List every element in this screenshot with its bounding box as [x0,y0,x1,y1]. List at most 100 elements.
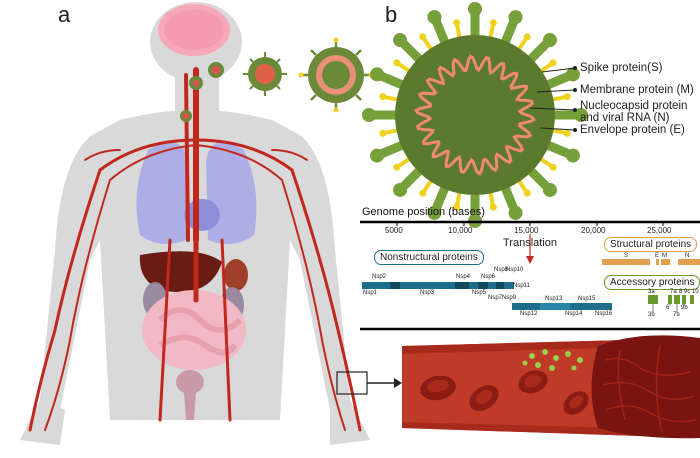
membrane-protein-tip-0 [563,129,571,137]
spike-head-15 [565,67,580,82]
translation-label: Translation [503,237,558,249]
nsp13-label: Nsp13 [545,296,563,302]
tick-15000: 15,000 [514,226,539,235]
callout-lines [529,67,576,131]
membrane-protein-tip-9 [393,59,401,67]
spike-head-5 [427,205,442,220]
membrane-protein-11 [455,22,462,41]
spleen-organ [224,259,248,291]
membrane-protein-tip-5 [419,189,427,197]
membrane-protein-6 [396,156,413,169]
envelope-protein-label: Envelope protein (E) [580,124,685,136]
gene-9b-label: 9b [681,305,688,311]
membrane-protein-9 [396,61,413,74]
membrane-protein-7 [382,128,401,135]
gene-9c-label: 9c [684,289,691,295]
nsp-bar-row2 [512,303,612,310]
nsp15-label: Nsp15 [578,296,596,302]
nsp12-label: Nsp12 [520,311,538,317]
membrane-protein-14 [537,61,554,74]
membrane-protein-tip-8 [379,93,387,101]
nsp3-label: Nsp3 [420,290,435,296]
membrane-protein-5 [421,177,434,194]
membrane-protein-13 [516,36,529,53]
membrane-protein-12 [488,22,495,41]
membrane-protein-15 [549,95,568,102]
spike-head-8 [362,108,376,122]
nonstructural-proteins-label: Nonstructural proteins [374,250,484,265]
tick-20000: 20,000 [581,226,606,235]
membrane-protein-tip-6 [393,163,401,171]
gene-6-label: 6 [666,305,670,311]
membrane-protein-tip-10 [419,33,427,41]
nsp9-label: Nsp9 [502,295,517,301]
nsp4-label: Nsp4 [456,274,471,280]
bladder [176,370,204,394]
nsp11-label: Nsp11 [513,283,530,289]
liver-organ [139,251,222,293]
spike-head-3 [508,205,523,220]
tick-5000: 5000 [385,226,403,235]
membrane-protein-1 [537,156,554,169]
structural-gene-bars [602,259,700,265]
membrane-protein-3 [488,189,495,208]
nsp2-label: Nsp2 [372,274,387,280]
gene-8-label: 8 [679,289,683,295]
spike-head-0 [574,108,588,122]
membrane-protein-tip-7 [379,129,387,137]
nucleocapsid-label: Nucleocapsid protein and viral RNA (N) [580,100,688,124]
gene-m-label: M [662,253,667,259]
gene-10-label: 10 [692,289,699,295]
gene-3a-label: 3a [648,289,655,295]
genome-axis [360,220,700,264]
gene-7b-label: 7b [673,312,680,318]
gene-n-label: N [685,253,690,259]
accessory-leader-lines [652,304,685,312]
nsp14-label: Nsp14 [565,311,583,317]
tick-25000: 25,000 [647,226,672,235]
membrane-protein-0 [549,128,568,135]
membrane-protein-tip-14 [549,59,557,67]
nsp10-label: Nsp10 [506,267,524,273]
nsp16-label: Nsp16 [595,311,613,317]
genome-axis-title: Genome position (bases) [362,206,485,218]
membrane-protein-tip-15 [563,93,571,101]
membrane-protein-10 [421,36,434,53]
spike-head-6 [393,182,408,197]
nsp5-label: Nsp5 [472,290,487,296]
spike-head-13 [508,10,523,25]
membrane-protein-2 [516,177,529,194]
nsp6-label: Nsp6 [481,274,496,280]
spike-head-2 [542,182,557,197]
nsp7-label: Nsp7 [488,295,503,301]
membrane-protein-tip-2 [523,189,531,197]
spike-head-1 [565,148,580,163]
membrane-protein-tip-12 [489,19,497,27]
tick-10000: 10,000 [448,226,473,235]
nsp1-label: Nsp1 [363,290,378,296]
spike-head-12 [468,2,482,16]
panel-a-label: a [58,2,71,27]
spike-protein-label: Spike protein(S) [580,62,663,74]
blood-vessel-section [402,335,700,439]
small-virus-particles [180,37,374,122]
membrane-protein-label: Membrane protein (M) [580,84,694,96]
membrane-protein-tip-3 [489,203,497,211]
accessory-gene-bars [648,295,694,304]
spike-head-14 [542,33,557,48]
nsp-bar-row1 [362,282,514,289]
nsp8-label: Nsp8 [494,267,509,273]
accessory-proteins-label: Accessory proteins [604,275,700,290]
membrane-protein-4 [455,189,462,208]
panel-b-label: b [385,2,398,27]
membrane-protein-tip-1 [549,163,557,171]
membrane-protein-tip-11 [453,19,461,27]
membrane-protein-tip-13 [523,33,531,41]
spike-head-10 [393,33,408,48]
coronavirus-particle [362,2,588,228]
gene-7a-label: 7a [670,289,677,295]
structural-proteins-label: Structural proteins [604,237,698,252]
gene-s-label: S [624,253,629,259]
